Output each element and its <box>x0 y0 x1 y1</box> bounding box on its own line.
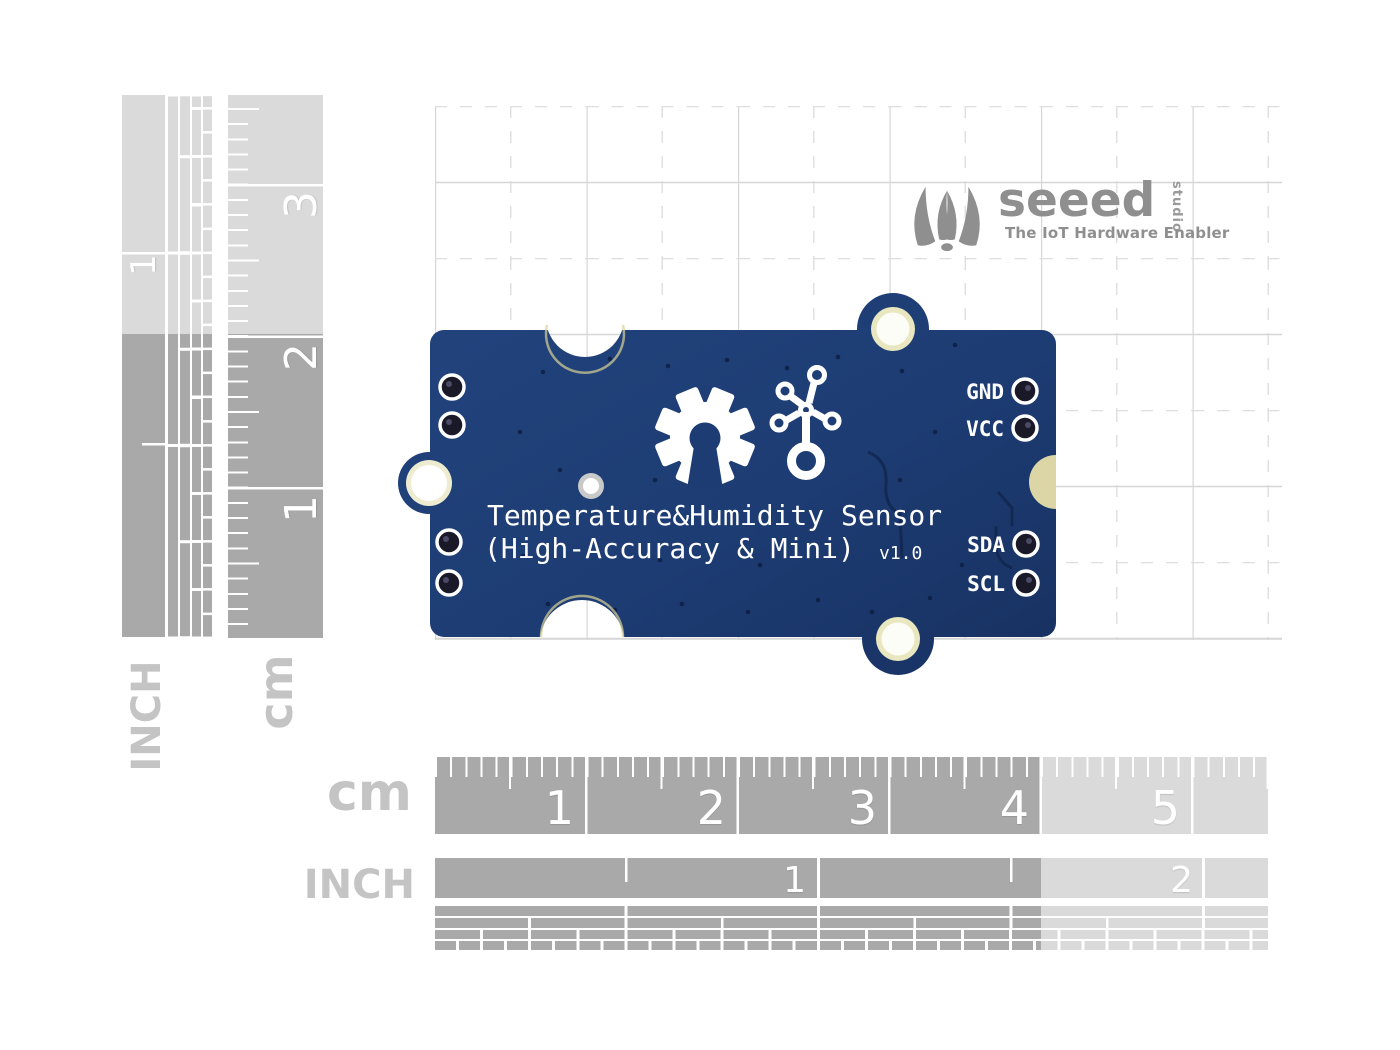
left-inch-eighths-column <box>192 95 201 638</box>
open-hardware-gear-icon <box>655 387 755 489</box>
cm-ruler-number: 5 <box>1150 781 1180 835</box>
pin-label-scl: SCL <box>967 572 1005 596</box>
left-inch-ruler-unit-label: INCH <box>124 660 170 772</box>
mounting-hole-left <box>406 460 452 506</box>
left-cm-ruler: 3 2 1 <box>228 95 327 638</box>
left-cm-number: 2 <box>276 343 327 371</box>
pcb-body <box>380 270 1100 690</box>
bottom-cm-ruler: 1 2 3 4 5 <box>435 757 1268 835</box>
solder-pad <box>1012 530 1040 558</box>
center-hole <box>578 473 604 499</box>
silkscreen-version: v1.0 <box>879 543 922 564</box>
brand-name: seeed <box>998 173 1156 228</box>
mounting-hole-top <box>871 307 915 351</box>
left-inch-halves-column <box>168 95 178 638</box>
inch-halves-row <box>435 906 1268 916</box>
pin-label-gnd: GND <box>966 380 1004 404</box>
grove-tree-icon <box>769 365 842 480</box>
top-cutout-rim <box>544 324 626 374</box>
solder-pad <box>438 411 466 439</box>
left-inch-quarters-column <box>180 95 190 638</box>
inch-quarters-row <box>435 918 1268 928</box>
seeed-lotus-icon <box>914 186 980 252</box>
left-cm-ruler-unit-label: cm <box>249 654 303 730</box>
left-inch-ruler-bar <box>122 95 165 638</box>
left-inch-ruler: 1 <box>122 95 212 638</box>
bottom-cutout-rim <box>539 594 625 638</box>
solder-pad <box>435 528 463 556</box>
pcb-trace <box>867 450 904 559</box>
bottom-inch-ruler: 1 2 <box>435 858 1268 950</box>
solder-pad <box>1011 414 1039 442</box>
pcb-vias <box>517 342 965 615</box>
left-inch-number: 1 <box>124 254 164 276</box>
pin-label-vcc: VCC <box>966 417 1004 441</box>
sensor-board: GND VCC SDA SCL <box>380 270 1100 690</box>
bottom-cm-ruler-unit-label: cm <box>326 763 412 823</box>
pcb-trace <box>996 491 1014 526</box>
silkscreen-title-line2: (High-Accuracy & Mini) <box>484 532 855 565</box>
solder-pad <box>438 373 466 401</box>
solder-pad <box>1012 569 1040 597</box>
mounting-hole-bottom <box>876 617 920 661</box>
bottom-inch-ruler-unit-label: INCH <box>303 862 415 908</box>
solder-pad <box>1011 377 1039 405</box>
right-edge-notch <box>1029 455 1056 509</box>
cm-ruler-number: 1 <box>544 781 574 835</box>
inch-eighths-row <box>435 930 1268 939</box>
brand-tagline: The IoT Hardware Enabler <box>1005 224 1230 242</box>
cm-ruler-number: 4 <box>999 781 1029 835</box>
cm-ruler-number: 3 <box>847 781 877 835</box>
bottom-inch-ruler-bar <box>435 858 1268 898</box>
right-solder-pads <box>1011 377 1040 597</box>
solder-pad <box>435 569 463 597</box>
left-solder-pads <box>435 373 466 597</box>
silkscreen-title-line1: Temperature&Humidity Sensor <box>487 499 942 532</box>
pin-label-sda: SDA <box>967 533 1005 557</box>
inch-ruler-number: 1 <box>783 860 806 901</box>
pcb-trace <box>994 526 1013 570</box>
left-inch-sixteenths-column <box>203 95 212 638</box>
left-cm-number: 1 <box>276 495 327 523</box>
cm-ruler-number: 2 <box>696 781 726 835</box>
inch-sixteenths-row <box>435 941 1268 950</box>
inch-ruler-number: 2 <box>1170 860 1193 901</box>
left-cm-number: 3 <box>276 191 327 219</box>
